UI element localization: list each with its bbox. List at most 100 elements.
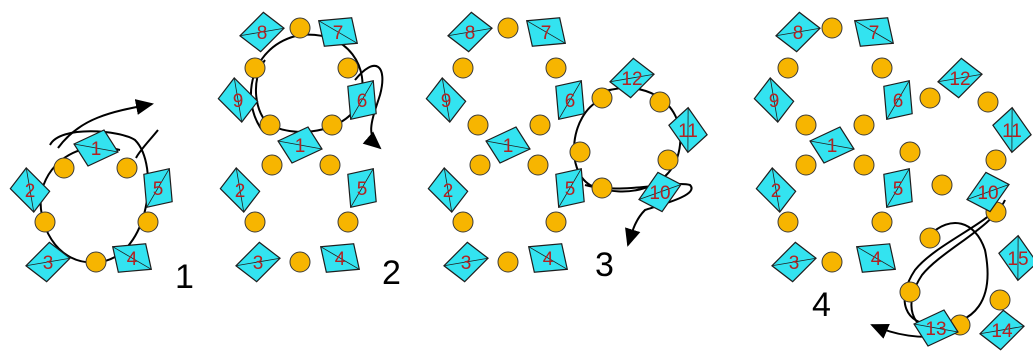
bicone-facet-line (687, 107, 689, 153)
pearl-bead (545, 57, 567, 79)
bicone-bead (609, 57, 655, 99)
bicone-bead (9, 167, 51, 213)
bead-number: 6 (565, 91, 576, 112)
bicone-bead (485, 126, 531, 164)
bicone-facet-line (350, 168, 374, 208)
bead-number: 4 (871, 249, 882, 270)
bicone-facet-line (775, 27, 821, 37)
pearl-bead (116, 157, 138, 179)
bicone-facet-line (854, 20, 894, 44)
bead-number: 2 (235, 181, 246, 202)
pearl-bead (591, 177, 613, 199)
bead-number: 7 (869, 23, 880, 44)
bead-number: 9 (441, 91, 452, 112)
bicone-bead (555, 167, 585, 209)
bicone-facet-line (526, 20, 566, 44)
bicone-facet-line (886, 168, 910, 208)
bicone-facet-line (443, 167, 453, 213)
bicone-facet-line (235, 167, 245, 213)
pearl-bead (853, 114, 875, 136)
bead-number: 2 (443, 181, 454, 202)
bicone-bead (775, 11, 821, 53)
pearl-bead (452, 211, 474, 233)
bead-number: 5 (357, 179, 368, 200)
pearl-bead (53, 157, 75, 179)
bicone-bead (111, 243, 153, 273)
bicone-facet-line (235, 257, 281, 267)
bead-number: 3 (789, 253, 800, 274)
bead-number: 4 (335, 249, 346, 270)
bicone-facet-line (318, 20, 358, 44)
bicone-bead (883, 167, 913, 209)
bicone-facet-line (937, 73, 983, 83)
thread-step-2-arrow (354, 65, 384, 150)
pearl-bead (899, 141, 921, 163)
bicone-bead (555, 79, 585, 121)
bicone-bead (235, 241, 281, 283)
bead-number: 8 (793, 23, 804, 44)
pearl-bead (591, 87, 613, 109)
step-number-label: 3 (595, 246, 614, 284)
bicone-bead (966, 171, 1010, 213)
bicone-facet-line (447, 27, 493, 37)
thread-step-1-tail (135, 129, 159, 159)
bicone-facet-line (320, 246, 360, 270)
pearl-bead (919, 227, 941, 249)
bicone-bead (25, 241, 71, 283)
bicone-bead (525, 17, 567, 47)
bicone-facet-line (886, 80, 910, 120)
bicone-bead (219, 167, 261, 213)
bicone-bead (937, 57, 983, 99)
bicone-facet-line (25, 257, 71, 267)
pearl-bead (821, 17, 843, 39)
bead-number: 9 (769, 91, 780, 112)
pearl-bead (34, 211, 56, 233)
bicone-facet-line (233, 77, 243, 123)
bead-number: 1 (503, 136, 514, 157)
bead-number: 1 (91, 139, 102, 160)
bicone-bead (998, 234, 1033, 282)
bicone-bead (755, 167, 797, 213)
pearl-bead (853, 154, 875, 176)
pearl-bead (289, 17, 311, 39)
pearl-bead (452, 57, 474, 79)
step-number-label: 4 (812, 286, 831, 324)
pearl-bead (467, 114, 489, 136)
bicone-bead (319, 243, 361, 273)
bead-number: 9 (233, 91, 244, 112)
pearl-bead (497, 251, 519, 273)
pearl-bead (821, 251, 843, 273)
bicone-facet-line (443, 257, 489, 267)
bicone-bead (277, 126, 323, 164)
pearl-bead (337, 57, 359, 79)
pearl-bead (319, 154, 341, 176)
pearl-bead (137, 211, 159, 233)
step-number-label: 2 (382, 254, 401, 292)
bicone-bead (347, 79, 377, 121)
step-number-label: 1 (175, 258, 194, 296)
bead-number: 8 (257, 23, 268, 44)
pearl-bead (657, 149, 679, 171)
bead-number: 10 (977, 183, 998, 204)
bicone-bead (883, 79, 913, 121)
bicone-bead (638, 171, 682, 213)
bicone-facet-line (558, 80, 582, 120)
bicone-bead (913, 309, 959, 347)
bicone-facet-line (350, 80, 374, 120)
bead-number: 3 (253, 253, 264, 274)
bead-number: 1 (827, 136, 838, 157)
pearl-bead (337, 211, 359, 233)
bead-number: 11 (678, 121, 698, 142)
bead-number: 12 (949, 69, 970, 90)
bead-number: 13 (925, 319, 946, 340)
pearl-bead (529, 114, 551, 136)
bicone-facet-line (966, 184, 1010, 200)
pearl-bead (919, 87, 941, 109)
bicone-bead (427, 167, 469, 213)
bead-number: 15 (1007, 249, 1028, 270)
bicone-bead (809, 126, 855, 164)
pearl-bead (899, 281, 921, 303)
